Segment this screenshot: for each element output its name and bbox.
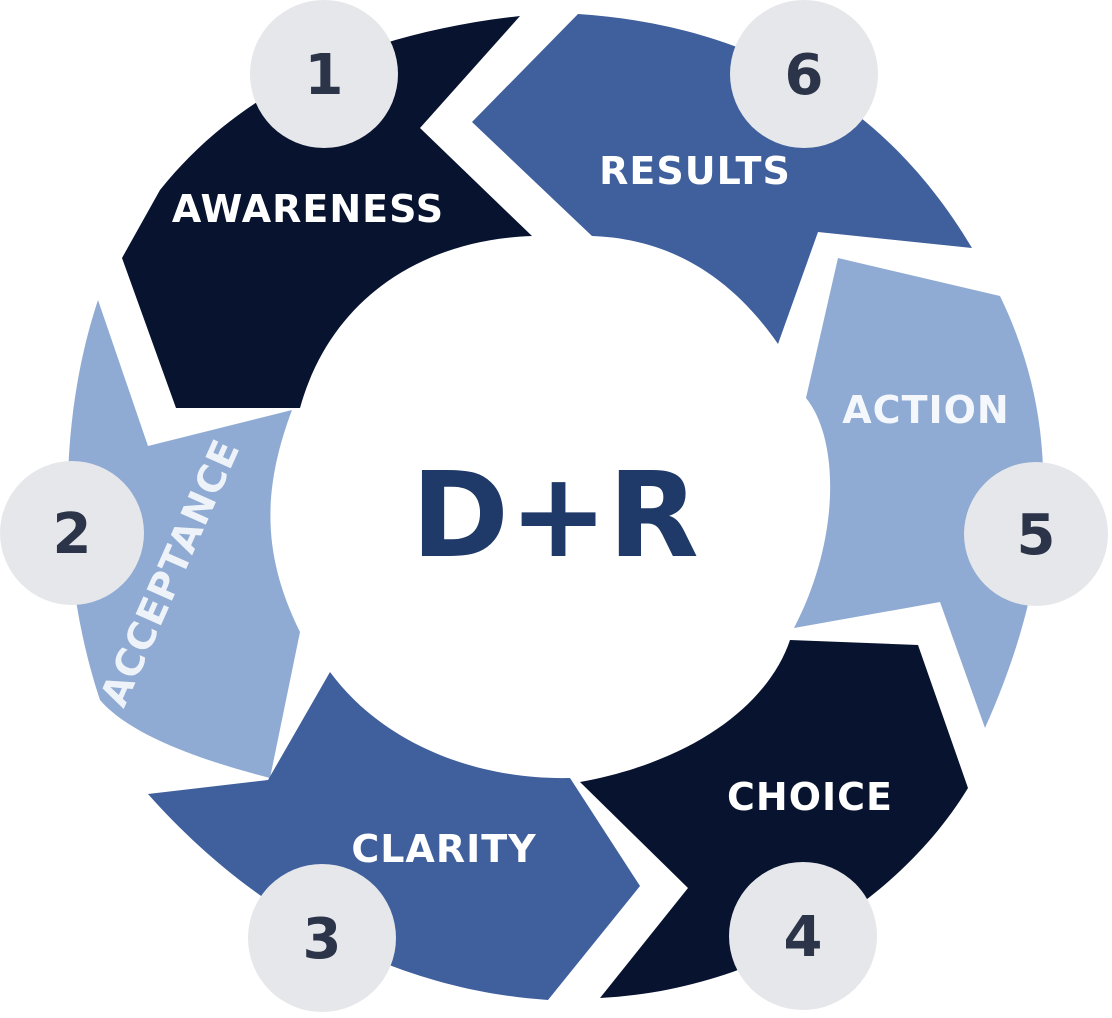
- step-5-badge: 5: [964, 462, 1108, 606]
- segment-awareness: [122, 16, 532, 408]
- center-label: D+R: [411, 446, 699, 584]
- awareness-label: AWARENESS: [172, 187, 444, 231]
- segment-choice: [580, 640, 968, 998]
- segment-clarity: [148, 672, 640, 1000]
- step-1-number: 1: [305, 43, 344, 108]
- step-6-badge: 6: [730, 0, 878, 148]
- segment-results: [472, 14, 972, 344]
- clarity-label: CLARITY: [351, 827, 536, 871]
- step-4-number: 4: [784, 905, 823, 970]
- step-4-badge: 4: [729, 862, 877, 1010]
- step-3-number: 3: [303, 907, 342, 972]
- results-label: RESULTS: [599, 149, 791, 193]
- step-5-number: 5: [1017, 503, 1056, 568]
- step-2-badge: 2: [0, 461, 144, 605]
- segment-acceptance: [67, 300, 300, 778]
- segment-action: [794, 258, 1044, 728]
- action-label: ACTION: [842, 388, 1009, 432]
- step-2-number: 2: [53, 502, 92, 567]
- step-3-badge: 3: [248, 864, 396, 1012]
- step-1-badge: 1: [250, 0, 398, 148]
- choice-label: CHOICE: [727, 775, 893, 819]
- step-6-number: 6: [785, 43, 824, 108]
